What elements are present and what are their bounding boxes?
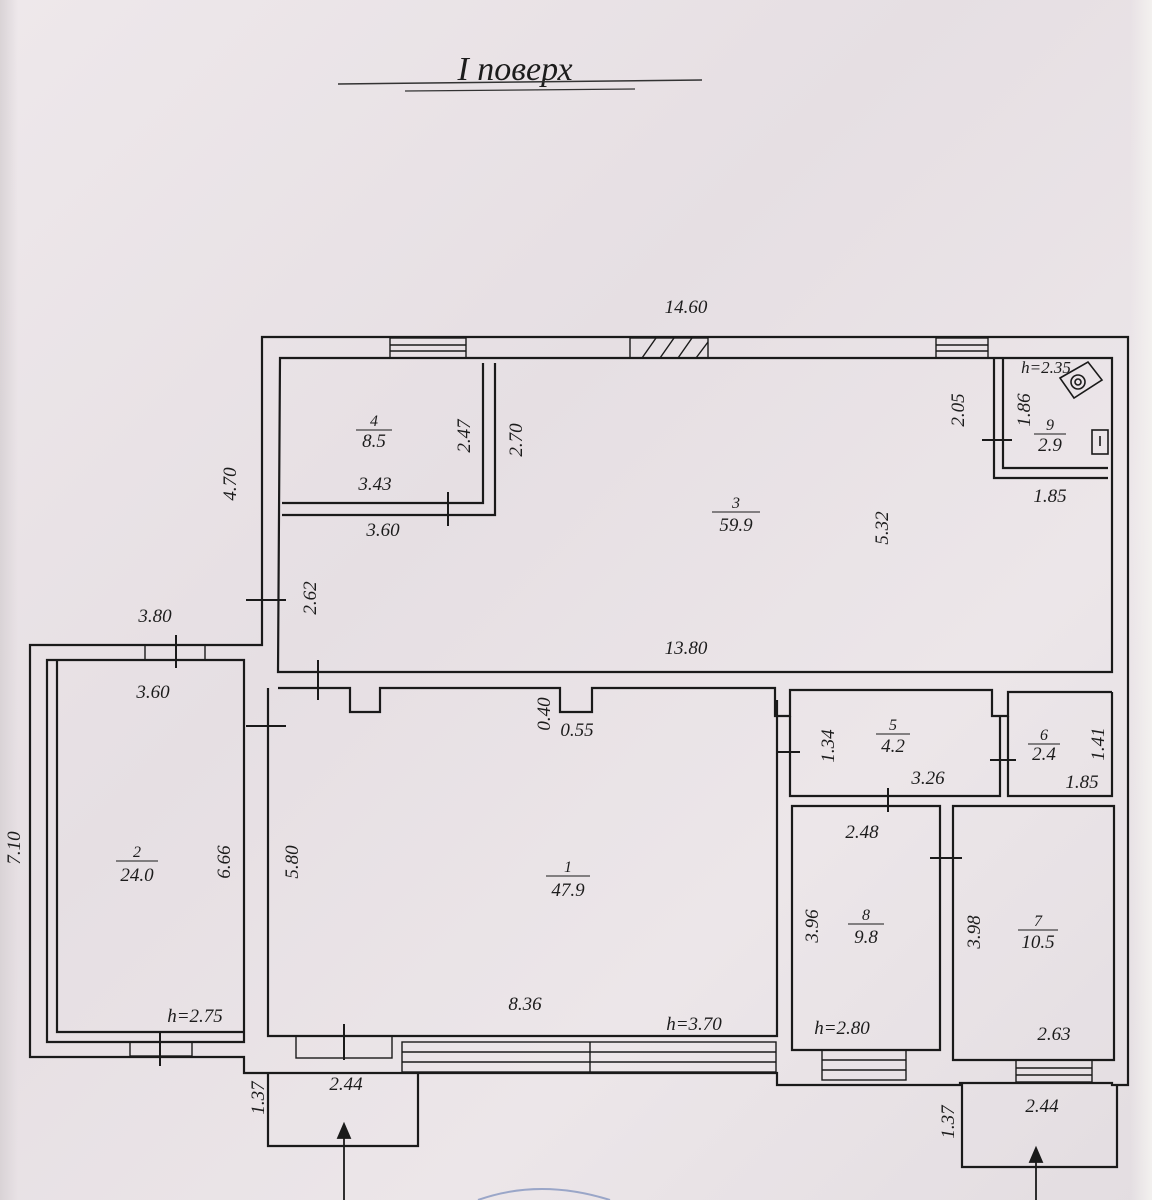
dim-porch-right-depth: 1.37 <box>938 1104 959 1139</box>
dim-room2-height: 6.66 <box>214 845 235 879</box>
room-4-area: 8.5 <box>362 431 386 452</box>
room-3-number: 3 <box>731 495 740 512</box>
room-7-area: 10.5 <box>1021 932 1054 953</box>
dim-room9-height: 1.86 <box>1014 393 1035 427</box>
dim-corridor: 2.62 <box>300 581 321 615</box>
dim-room2-top-in: 3.60 <box>135 682 170 703</box>
height-room8: h=2.80 <box>814 1018 870 1039</box>
dim-pilaster-depth: 0.40 <box>534 697 555 731</box>
boiler-icon <box>1058 360 1109 455</box>
room-2-number: 2 <box>133 844 141 861</box>
dim-room3-right: 2.05 <box>948 393 969 426</box>
room-5-area: 4.2 <box>881 736 905 757</box>
dim-room6-width: 1.85 <box>1065 772 1098 793</box>
room-9-area: 2.9 <box>1038 435 1062 456</box>
room-4-number: 4 <box>370 413 378 430</box>
dim-room3-height: 5.32 <box>872 511 893 545</box>
dim-room8-height: 3.96 <box>802 909 823 944</box>
dim-left-total: 7.10 <box>4 831 25 865</box>
dim-room1-width: 8.36 <box>508 994 542 1015</box>
height-room9: h=2.35 <box>1021 358 1071 377</box>
dim-porch-right-width: 2.44 <box>1025 1096 1059 1117</box>
dim-room5-height: 1.34 <box>818 729 839 763</box>
paper-shadow-left <box>0 0 18 1200</box>
dim-room4-width-out: 3.60 <box>365 520 400 541</box>
dim-room6-height: 1.41 <box>1088 727 1109 760</box>
room-1-number: 1 <box>564 859 572 876</box>
room-2-area: 24.0 <box>120 865 154 886</box>
dim-room3-width: 13.80 <box>665 638 708 659</box>
dimension-labels: 14.60 4.70 7.10 2.47 3.43 3.60 2.70 2.05… <box>4 297 1109 1139</box>
height-room1: h=3.70 <box>666 1014 722 1035</box>
room-6-number: 6 <box>1040 727 1048 744</box>
dim-room8-width: 2.48 <box>845 822 879 843</box>
room-8-area: 9.8 <box>854 927 878 948</box>
room-7-number: 7 <box>1034 913 1043 930</box>
ceiling-heights: h=2.35 h=2.75 h=3.70 h=2.80 <box>167 358 1071 1039</box>
dim-pilaster-width: 0.55 <box>560 720 593 741</box>
dim-porch-left-depth: 1.37 <box>248 1080 269 1115</box>
room-9-number: 9 <box>1046 417 1054 434</box>
room-5-number: 5 <box>889 717 897 734</box>
dim-room4-width-in: 3.43 <box>357 474 391 495</box>
dim-room1-height: 5.80 <box>282 845 303 879</box>
dim-porch-left-width: 2.44 <box>329 1074 363 1095</box>
dim-room4-side: 2.70 <box>506 423 527 457</box>
room-3-area: 59.9 <box>719 515 753 536</box>
height-room2: h=2.75 <box>167 1006 223 1027</box>
room-1-area: 47.9 <box>551 880 585 901</box>
doors <box>159 439 1016 1066</box>
dim-room2-top-out: 3.80 <box>137 606 172 627</box>
room-tags: 4 8.5 3 59.9 9 2.9 2 24.0 1 47.9 5 4.2 6… <box>116 413 1066 953</box>
entrance-arrow-icon <box>336 1121 1044 1200</box>
dim-room5-width: 3.26 <box>910 768 945 789</box>
windows <box>129 337 1093 1083</box>
stamp-fragment <box>477 1188 611 1200</box>
dim-top-total: 14.60 <box>665 297 708 318</box>
paper-edge-right <box>1130 0 1152 1200</box>
dim-room7-height: 3.98 <box>964 915 985 950</box>
title-block: I поверх <box>337 51 703 92</box>
room-6-area: 2.4 <box>1032 744 1056 765</box>
room-8-number: 8 <box>862 907 870 924</box>
dim-room9-width: 1.85 <box>1033 486 1066 507</box>
dim-room7-width: 2.63 <box>1037 1024 1070 1045</box>
dim-room4-height: 2.47 <box>454 418 475 453</box>
dim-left-upper: 4.70 <box>220 467 241 501</box>
